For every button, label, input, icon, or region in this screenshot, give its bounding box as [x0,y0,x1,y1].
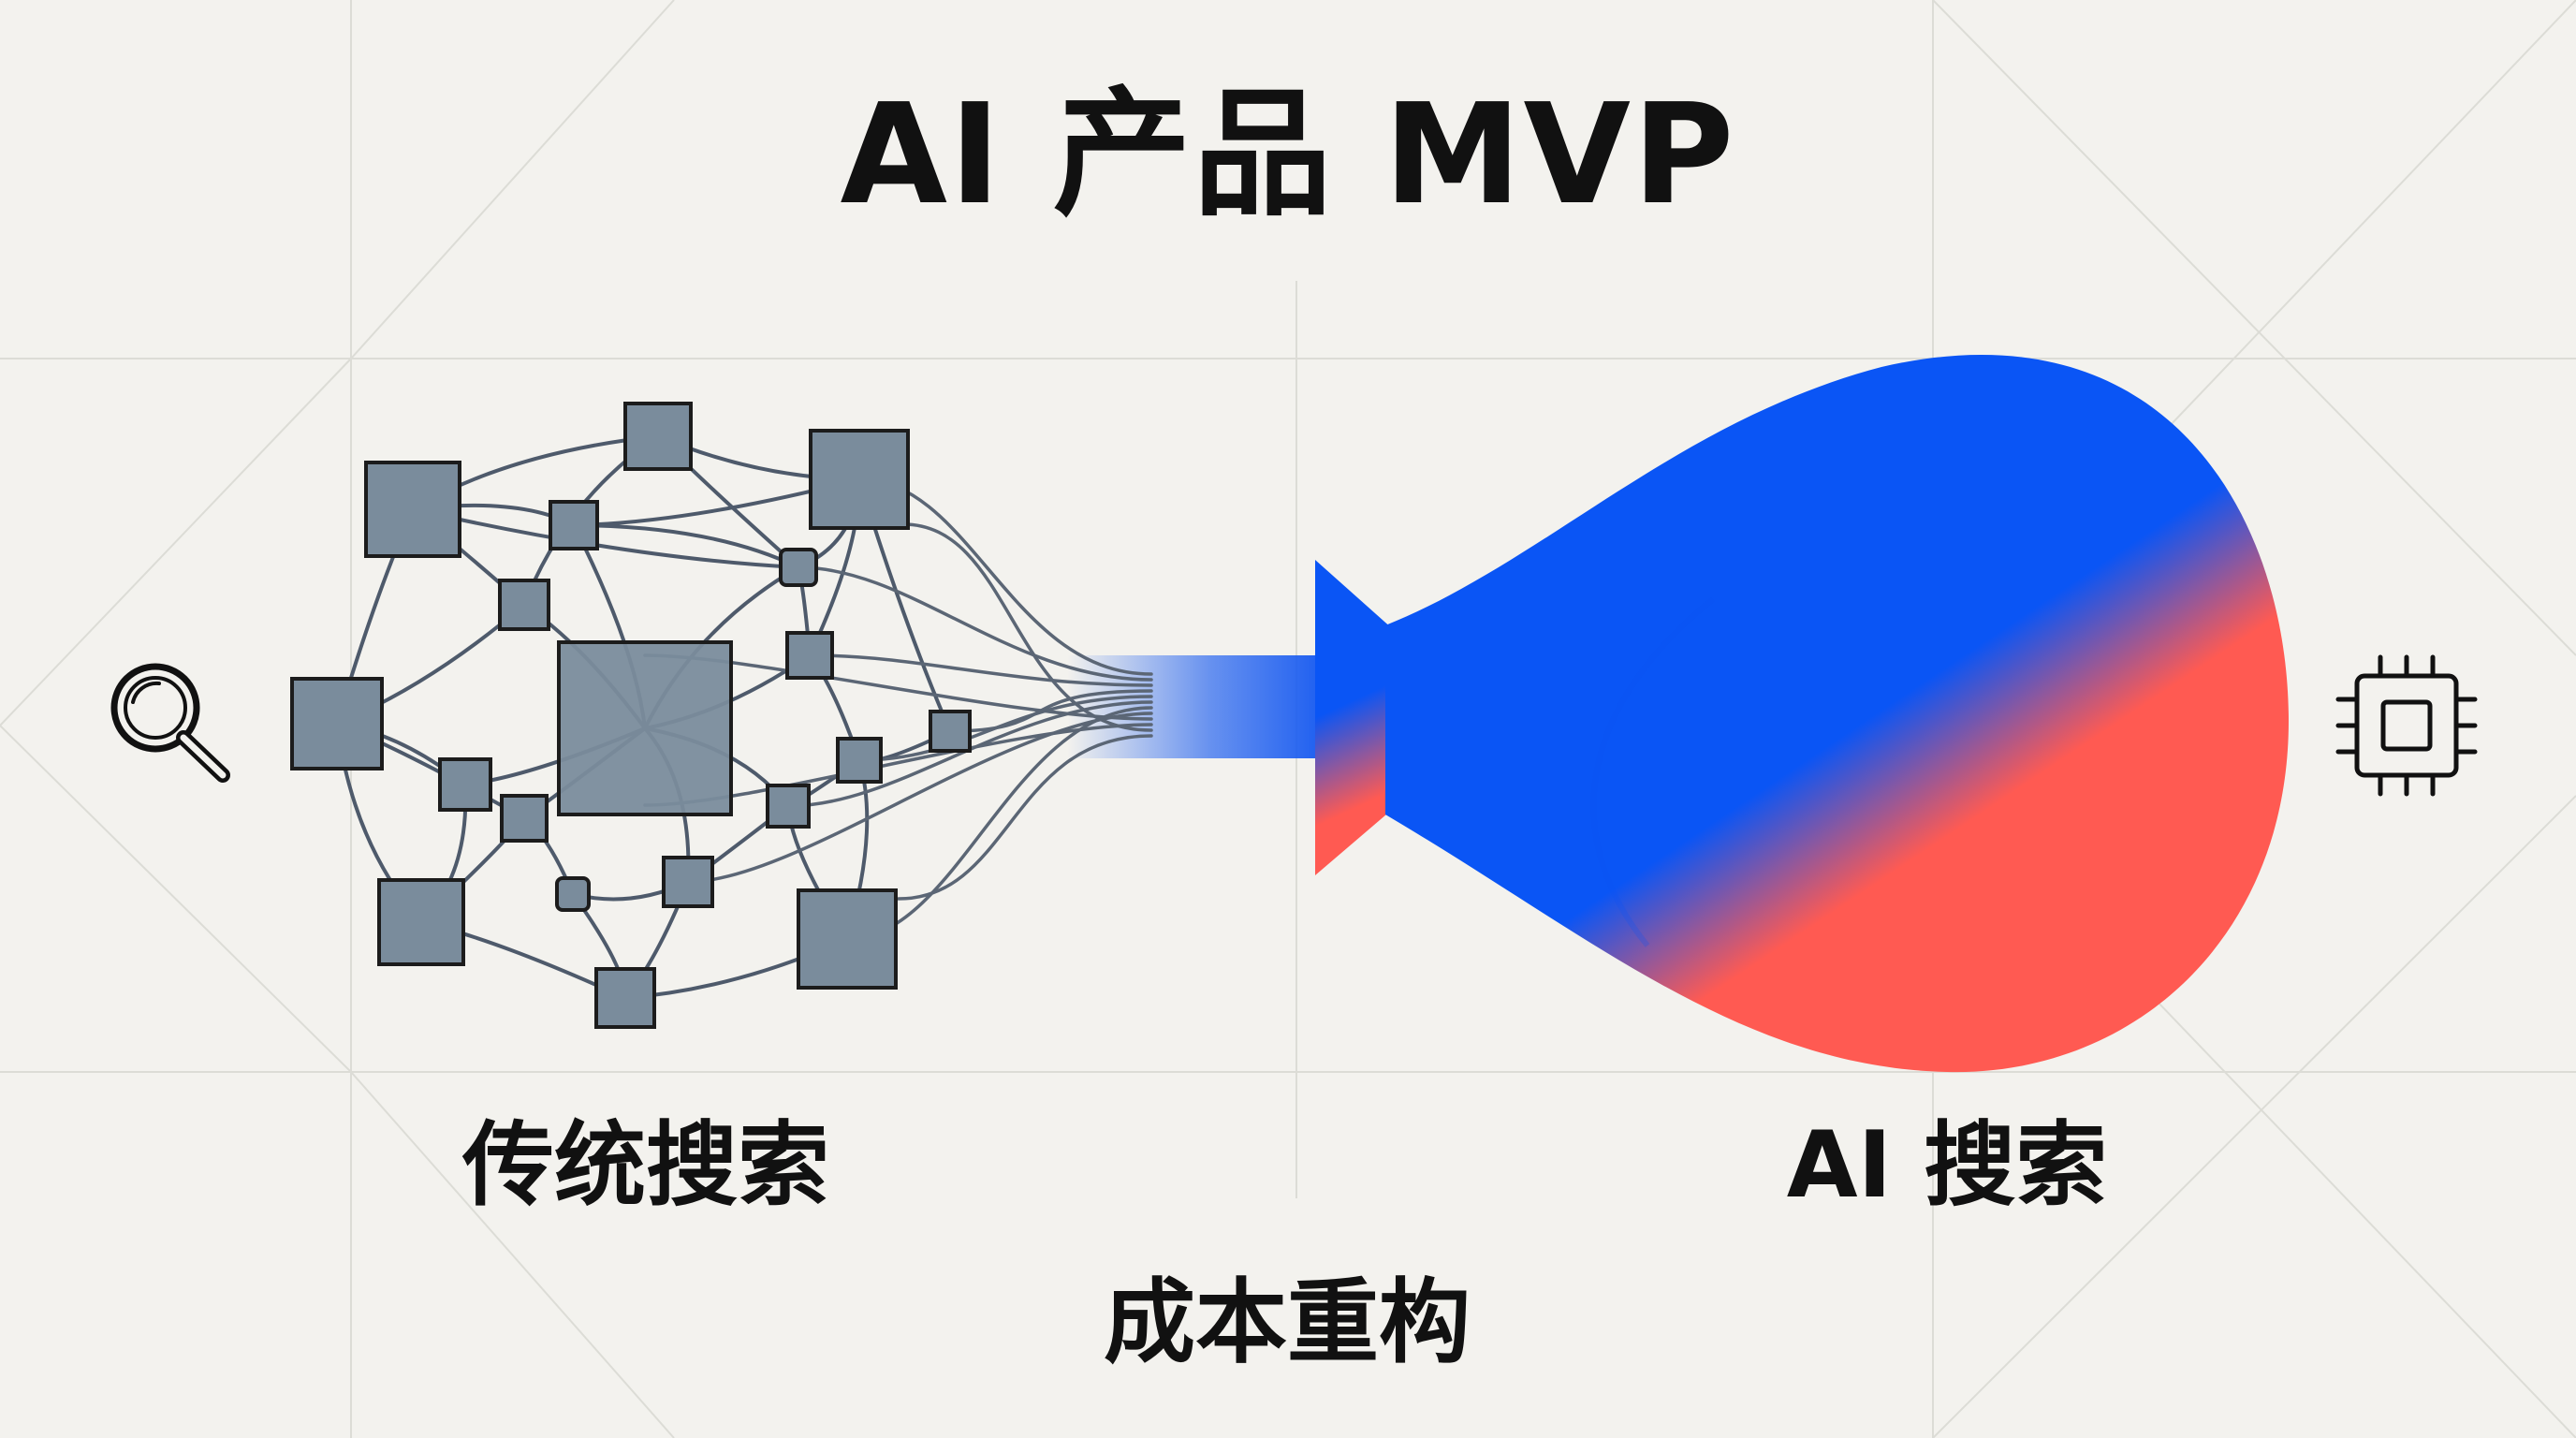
network-node [766,784,811,829]
ai-search-label: AI 搜索 [1786,1112,2108,1219]
network-node [498,579,550,631]
fan-out-line [857,695,1153,762]
ai-search-blob [1385,354,2289,1073]
fan-out-line [797,565,1153,682]
network-node [623,402,693,471]
chip-icon [2335,654,2478,797]
network-node [779,548,818,587]
network-node [797,888,898,990]
traditional-search-label: 传统搜索 [461,1112,829,1219]
network-node [836,737,883,784]
network-node [438,757,492,812]
network-node [809,429,910,530]
fan-out-line [897,734,1153,901]
network-node [662,856,714,908]
page-title: AI 产品 MVP [840,74,1736,235]
network-node [785,631,834,680]
network-node [377,878,465,966]
network-node [290,677,384,770]
network-edge [411,507,800,569]
cost-restructure-label: 成本重构 [1103,1269,1471,1376]
fan-out-line [808,653,1153,687]
fan-out-line [686,712,1153,884]
fan-out-line [786,700,1153,808]
network-node [555,876,591,912]
network-hub-node [557,640,733,816]
network-node [549,500,599,550]
search-icon [110,663,230,783]
network-node [500,794,549,843]
network-node [364,461,461,558]
network-node [594,967,656,1029]
fan-out-line [901,522,1153,732]
network-node [929,710,972,753]
network-edge [572,523,800,569]
network-nodes [290,402,972,1029]
ai-blob-inner-arc [1590,596,1715,947]
